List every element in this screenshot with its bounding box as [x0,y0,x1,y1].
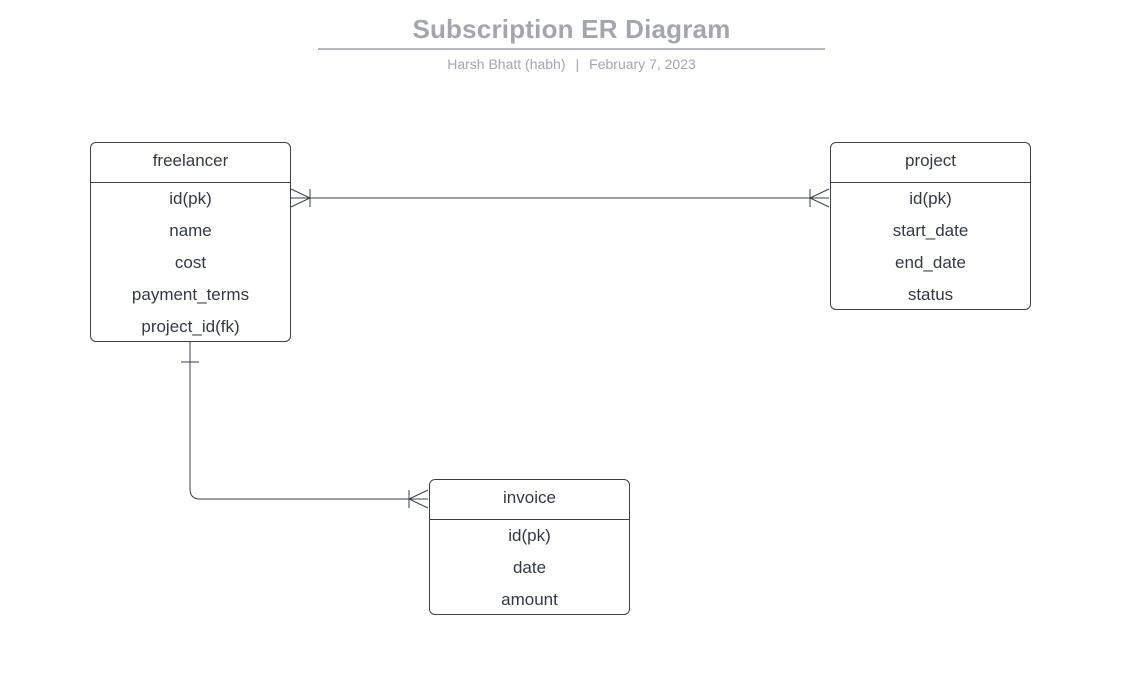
author-name: Harsh Bhatt (habh) [447,56,566,72]
subtitle-separator: | [575,56,580,72]
entity-project[interactable]: project id(pk) start_date end_date statu… [830,142,1031,310]
attribute-cost: cost [174,253,207,272]
diagram-title: Subscription ER Diagram [412,14,731,44]
entity-freelancer[interactable]: freelancer id(pk) name cost payment_term… [90,142,291,342]
attribute-payment-terms: payment_terms [131,285,250,304]
attribute-id: id(pk) [909,189,952,208]
entity-invoice-title: invoice [430,480,629,520]
attribute-status: status [907,285,954,304]
attribute-id: id(pk) [508,526,551,545]
crowsfoot-invoice-end [407,489,429,509]
entity-freelancer-title: freelancer [91,143,290,183]
attribute-name: name [169,221,212,240]
diagram-subtitle: Harsh Bhatt (habh) | February 7, 2023 [318,56,825,72]
crowsfoot-project-end [808,188,830,208]
attribute-end-date: end_date [895,253,966,272]
entity-project-title: project [831,143,1030,183]
diagram-date: February 7, 2023 [589,56,696,72]
entity-invoice[interactable]: invoice id(pk) date amount [429,479,630,615]
attribute-date: date [512,558,547,577]
attribute-start-date: start_date [892,221,969,240]
relationship-line-freelancer-invoice [189,342,428,500]
attribute-id: id(pk) [169,189,212,208]
attribute-project-id: project_id(fk) [141,317,240,336]
title-underline [318,48,825,50]
attribute-amount: amount [501,590,558,609]
crowsfoot-freelancer-end [290,188,312,208]
